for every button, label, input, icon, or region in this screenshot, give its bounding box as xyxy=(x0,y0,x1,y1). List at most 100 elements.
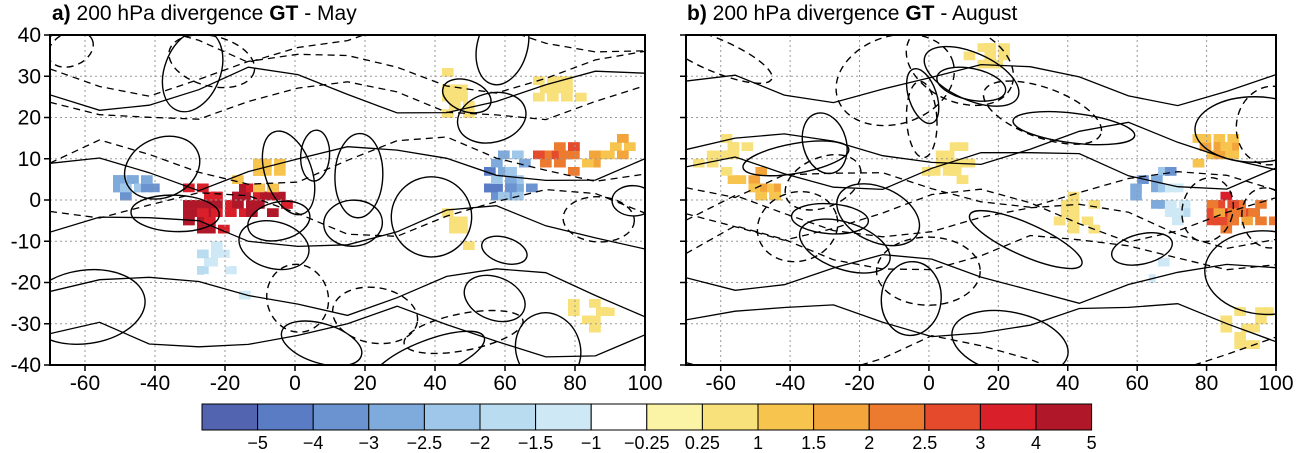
field-cell xyxy=(582,158,594,168)
field-cell xyxy=(421,183,433,193)
field-cell xyxy=(519,158,531,168)
colorbar-tick-label: 2.5 xyxy=(912,433,937,453)
field-cell xyxy=(1081,216,1094,226)
field-cell xyxy=(1234,332,1246,341)
colorbar-swatch xyxy=(701,403,759,431)
field-cell xyxy=(491,183,503,193)
field-cell xyxy=(1067,200,1080,209)
x-tick-label: -60 xyxy=(706,372,736,395)
field-cell xyxy=(260,158,272,168)
field-cell xyxy=(1220,142,1233,151)
field-cell xyxy=(652,299,664,308)
field-cell xyxy=(554,150,566,160)
field-cell xyxy=(232,200,244,209)
field-cell xyxy=(1206,200,1219,209)
colorbar-tick-label: 4 xyxy=(1031,433,1041,453)
field-cell xyxy=(246,208,258,217)
field-cell xyxy=(1171,216,1184,226)
colorbar-swatch xyxy=(479,403,537,431)
contour-divergence xyxy=(880,260,942,337)
field-cell xyxy=(589,150,601,160)
contour-divergence xyxy=(481,235,528,265)
field-cell xyxy=(554,142,566,151)
field-cell xyxy=(484,183,496,193)
field-cell xyxy=(1234,340,1246,349)
field-cell xyxy=(1241,323,1253,333)
field-cell xyxy=(211,200,223,209)
field-cell xyxy=(575,92,587,102)
field-cell xyxy=(449,216,461,226)
field-cell xyxy=(727,175,740,184)
field-cell xyxy=(204,257,216,267)
field-cell xyxy=(935,150,948,160)
field-cell xyxy=(1269,216,1276,226)
field-cell xyxy=(617,282,629,292)
field-cell xyxy=(1012,315,1024,325)
contour-convergence xyxy=(50,35,94,68)
field-cell xyxy=(1067,216,1080,226)
field-cell xyxy=(274,167,286,176)
field-cell xyxy=(1067,224,1080,234)
field-cell xyxy=(1220,216,1233,226)
field-cell xyxy=(1213,150,1226,160)
field-cell xyxy=(253,158,265,168)
field-cell xyxy=(617,150,629,160)
field-cell xyxy=(456,216,468,226)
field-cell xyxy=(1116,274,1128,283)
contour-divergence xyxy=(130,194,220,233)
field-cell xyxy=(790,274,802,283)
field-cell xyxy=(755,191,768,201)
field-cell xyxy=(1248,323,1260,333)
contour-convergence xyxy=(835,35,955,127)
field-cell xyxy=(790,266,802,275)
field-cell xyxy=(1033,76,1045,85)
field-cell xyxy=(617,134,629,143)
contour-convergence xyxy=(50,136,645,185)
contour-convergence xyxy=(331,286,419,345)
field-cell xyxy=(928,167,941,176)
x-tick-label: -60 xyxy=(70,372,100,395)
field-cell xyxy=(204,224,216,234)
field-cell xyxy=(1255,200,1267,209)
field-cell xyxy=(190,208,202,217)
colorbar-swatch xyxy=(368,403,425,431)
panel-b-title-bold: GT xyxy=(905,2,935,25)
x-tick-label: 80 xyxy=(563,372,586,395)
field-cell xyxy=(1241,216,1253,226)
field-cell xyxy=(414,167,426,176)
field-cell xyxy=(442,68,454,77)
field-cell xyxy=(603,307,615,316)
contour-convergence xyxy=(784,153,862,211)
field-cell xyxy=(1213,134,1226,143)
field-cell xyxy=(589,323,601,333)
field-cell xyxy=(1171,183,1184,193)
contour-divergence xyxy=(686,63,1276,107)
field-cell xyxy=(225,208,237,217)
field-cell xyxy=(631,290,643,300)
field-cell xyxy=(624,307,636,316)
x-tick-label: -20 xyxy=(210,372,240,395)
field-cell xyxy=(631,299,643,308)
field-cell xyxy=(449,224,461,234)
field-cell xyxy=(218,224,230,234)
field-cell xyxy=(561,84,573,94)
field-cell xyxy=(197,224,209,234)
field-cell xyxy=(1088,200,1101,209)
contour-convergence xyxy=(875,236,981,306)
field-cell xyxy=(449,92,461,102)
field-cell xyxy=(1248,208,1260,217)
field-cell xyxy=(211,274,223,283)
field-cell xyxy=(582,315,594,325)
field-cell xyxy=(561,76,573,85)
field-cell xyxy=(218,257,230,267)
field-cell xyxy=(1040,68,1052,77)
field-cell xyxy=(239,208,251,217)
field-cell xyxy=(1255,307,1267,316)
colorbar-swatch xyxy=(423,403,481,431)
field-cell xyxy=(603,150,615,160)
field-cell xyxy=(1012,307,1024,316)
field-cell xyxy=(1033,51,1045,61)
field-cell xyxy=(1220,315,1233,325)
field-cell xyxy=(1255,216,1267,226)
colorbar-tick-label: −1 xyxy=(581,433,602,453)
